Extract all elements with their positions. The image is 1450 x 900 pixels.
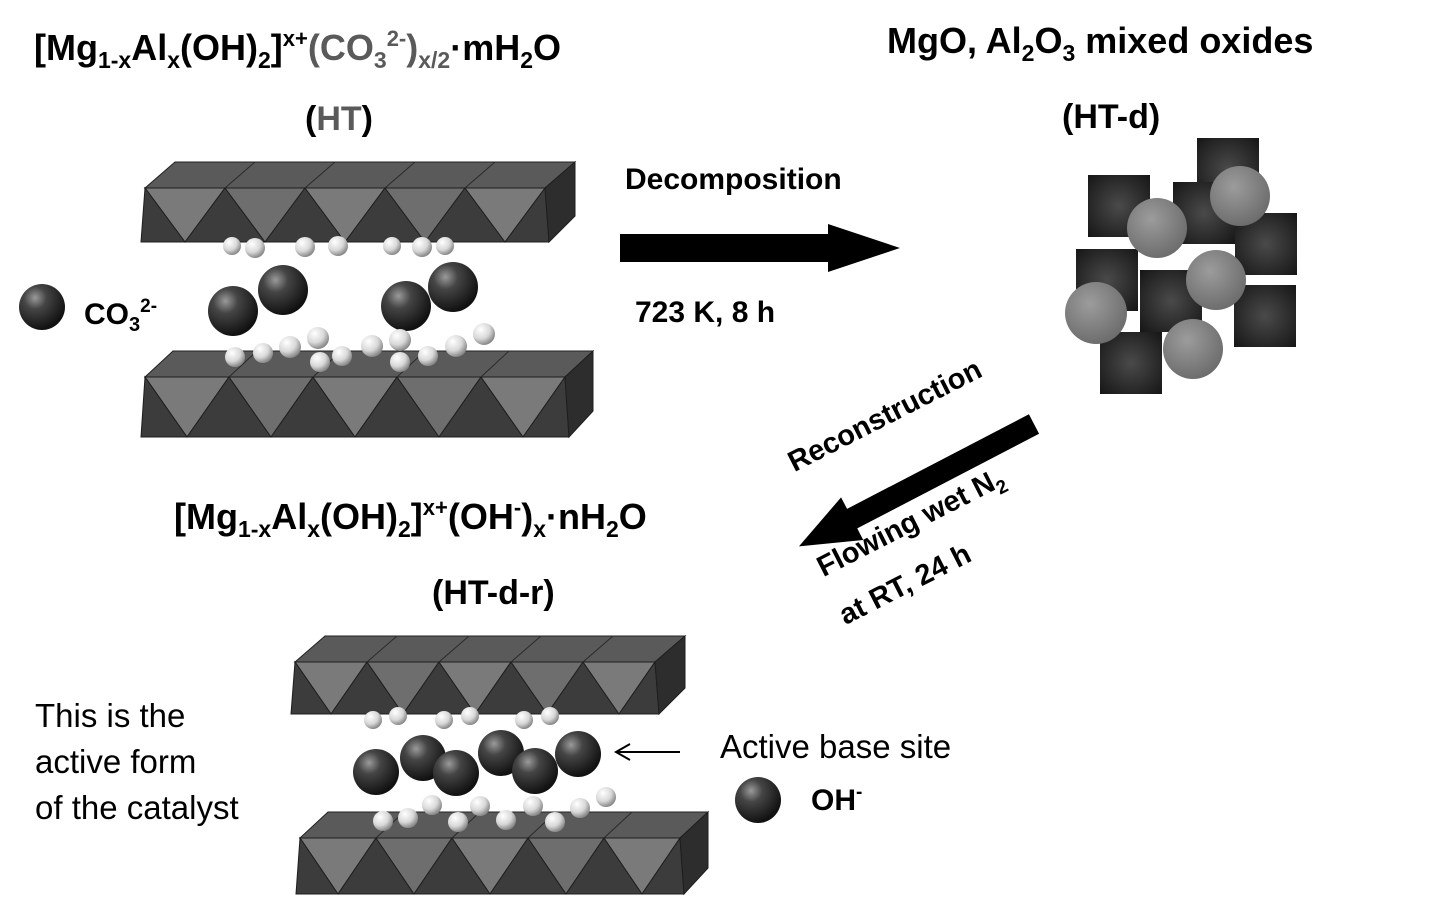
- hydroxyl-bead: [383, 237, 401, 255]
- hydroxyl-bead: [445, 335, 467, 357]
- ht-label: (HT): [305, 100, 373, 138]
- carbonate-legend-label: CO32-: [84, 296, 158, 336]
- hydroxyl-bead: [245, 238, 265, 258]
- hydroxyl-bead: [332, 346, 352, 366]
- ht-formula: [Mg1-xAlx(OH)2]x+(CO32-)x/2·mH2O: [34, 26, 562, 73]
- hydroxyl-bead: [461, 707, 479, 725]
- hydroxide-sphere: [478, 730, 524, 776]
- carbonate-sphere: [428, 262, 478, 312]
- htd-label: (HT-d): [1062, 98, 1161, 136]
- carbonate-sphere: [258, 265, 308, 315]
- hydroxyl-bead: [253, 343, 273, 363]
- oxide-sphere: [1127, 198, 1187, 258]
- hydroxyl-bead: [473, 323, 495, 345]
- decomposition-label: Decomposition: [625, 163, 842, 196]
- hydroxide-sphere: [512, 748, 558, 794]
- oxide-sphere: [1210, 166, 1270, 226]
- hydroxyl-bead: [523, 796, 543, 816]
- htdr-top-sheet: [290, 634, 687, 716]
- catalyst-note-line1: This is the: [35, 697, 186, 734]
- hydroxide-sphere: [555, 731, 601, 777]
- ht-bottom-sheet: [140, 349, 595, 439]
- hydroxyl-bead: [223, 237, 241, 255]
- hydroxyl-bead: [390, 352, 410, 372]
- oxide-sphere: [1186, 250, 1246, 310]
- hydroxyl-bead: [279, 336, 301, 358]
- hydroxide-legend-label: OH-: [811, 782, 863, 817]
- hydroxide-sphere: [353, 749, 399, 795]
- carbonate-sphere: [381, 281, 431, 331]
- hydroxyl-bead: [364, 711, 382, 729]
- hydroxyl-bead: [422, 795, 442, 815]
- hydroxyl-bead: [541, 707, 559, 725]
- htdr-label: (HT-d-r): [432, 574, 555, 612]
- oxide-sphere: [1065, 282, 1127, 344]
- oxide-cube: [1100, 332, 1162, 394]
- hydroxyl-bead: [295, 237, 315, 257]
- hydroxyl-bead: [515, 711, 533, 729]
- hydroxyl-bead: [418, 346, 438, 366]
- hydroxyl-bead: [225, 347, 245, 367]
- htdr-formula: [Mg1-xAlx(OH)2]x+(OH-)x·nH2O: [174, 495, 647, 542]
- carbonate-legend-sphere: [19, 284, 65, 330]
- hydroxyl-bead: [310, 352, 330, 372]
- hydroxyl-bead: [448, 812, 468, 832]
- hydroxyl-bead: [328, 236, 348, 256]
- active-site-label: Active base site: [720, 728, 952, 765]
- hydroxyl-bead: [389, 707, 407, 725]
- hydroxyl-bead: [361, 335, 383, 357]
- hydroxyl-bead: [436, 237, 454, 255]
- oxide-cube: [1234, 285, 1296, 347]
- hydroxyl-bead: [389, 329, 411, 351]
- catalyst-note-line3: of the catalyst: [35, 789, 239, 826]
- catalyst-note-line2: active form: [35, 743, 197, 780]
- hydroxyl-bead: [435, 711, 453, 729]
- hydroxyl-bead: [496, 810, 516, 830]
- decomposition-condition: 723 K, 8 h: [635, 296, 776, 329]
- carbonate-sphere: [208, 286, 258, 336]
- htd-formula: MgO, Al2O3 mixed oxides: [887, 20, 1314, 66]
- hydroxyl-bead: [307, 327, 329, 349]
- hydroxide-sphere: [433, 750, 479, 796]
- hydroxyl-bead: [398, 808, 418, 828]
- oxide-sphere: [1163, 319, 1223, 379]
- hydroxyl-bead: [545, 812, 565, 832]
- hydroxyl-bead: [570, 798, 590, 818]
- hydroxyl-bead: [373, 811, 393, 831]
- hydroxyl-bead: [596, 787, 616, 807]
- hydroxyl-bead: [470, 796, 490, 816]
- hydroxyl-bead: [412, 237, 432, 257]
- hydroxide-legend-sphere: [735, 777, 781, 823]
